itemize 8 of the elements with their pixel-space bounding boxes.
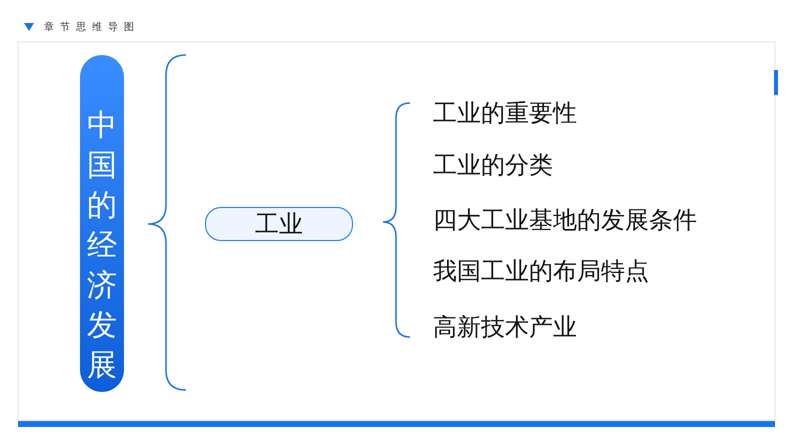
branch-text: 工业的重要性 bbox=[433, 98, 577, 129]
header-title: 章节思维导图 bbox=[44, 20, 140, 34]
branch-text: 四大工业基地的发展条件 bbox=[433, 205, 697, 236]
branch-text: 我国工业的布局特点 bbox=[433, 256, 649, 287]
subtopic-pill: 工业 bbox=[205, 207, 353, 241]
topic-pill: 中国的经济发展 bbox=[80, 55, 124, 392]
branch-text: 工业的分类 bbox=[433, 150, 553, 181]
branch-text: 高新技术产业 bbox=[433, 312, 577, 343]
